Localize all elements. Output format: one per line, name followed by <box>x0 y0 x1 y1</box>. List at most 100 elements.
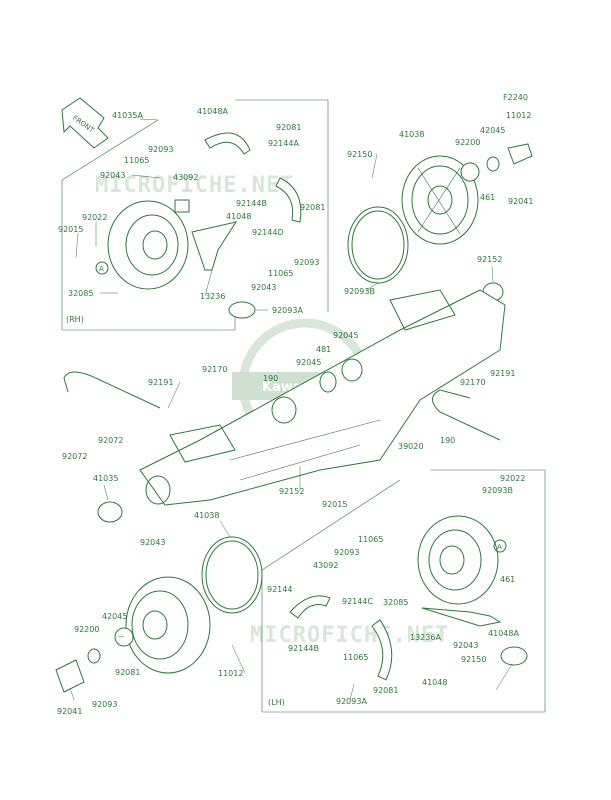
rh-label: (RH) <box>66 315 84 324</box>
part-label: 92041 <box>508 197 533 206</box>
part-label: 41048 <box>226 212 251 221</box>
part-label: 92191 <box>490 369 515 378</box>
part-label: 461 <box>480 193 495 202</box>
part-label: 92093 <box>92 700 117 709</box>
figure-code: F2240 <box>503 93 528 102</box>
lh-backing-plate <box>417 515 499 605</box>
part-label: 92072 <box>98 436 123 445</box>
part-label: 41048A <box>488 629 519 638</box>
leader-lines <box>69 118 513 701</box>
rh-lever <box>191 221 238 271</box>
part-label: 92144 <box>267 585 292 594</box>
lh-lever <box>421 607 502 627</box>
part-label: 481 <box>316 345 331 354</box>
ref-a-lh-label: A <box>497 543 502 551</box>
part-label: 92043 <box>140 538 165 547</box>
part-label: 92144C <box>342 597 373 606</box>
part-label: 92093 <box>294 258 319 267</box>
rh-washer <box>460 162 480 182</box>
part-label: 43092 <box>173 173 198 182</box>
part-labels: 41035A 41048A 92081 92093 11065 92043 43… <box>57 107 533 716</box>
lh-nut <box>87 648 101 664</box>
part-label: 190 <box>263 374 278 383</box>
part-label: 92045 <box>333 331 358 340</box>
rh-backing-plate <box>107 199 190 290</box>
part-label: 11012 <box>506 111 531 120</box>
lh-shoe-lower <box>371 619 393 681</box>
part-label: 43092 <box>313 561 338 570</box>
part-label: 92043 <box>251 283 276 292</box>
rh-drum-seal-ring <box>347 206 409 284</box>
part-label: 92081 <box>373 686 398 695</box>
part-label: 41038 <box>194 511 219 520</box>
oring-center <box>319 371 337 393</box>
part-label: 41035A <box>112 111 143 120</box>
part-label: 92152 <box>477 255 502 264</box>
lh-label: (LH) <box>268 698 285 707</box>
lh-shoe-upper <box>289 595 331 619</box>
part-label: 92093A <box>272 306 303 315</box>
part-label: 92022 <box>82 213 107 222</box>
rh-nut <box>486 156 500 172</box>
ref-a-rh-label: A <box>99 265 104 273</box>
part-label: 92152 <box>279 487 304 496</box>
ref-a-rh <box>95 261 109 275</box>
part-label: 92170 <box>202 365 227 374</box>
part-label: 42045 <box>480 126 505 135</box>
lh-seal <box>500 646 528 666</box>
rh-shoe-lower <box>275 177 302 223</box>
ref-a-lh <box>493 539 507 553</box>
lh-cap <box>55 659 85 693</box>
part-label: 92093 <box>148 145 173 154</box>
part-label: 92093B <box>344 287 375 296</box>
part-label: 41048 <box>422 678 447 687</box>
part-label: 32085 <box>383 598 408 607</box>
rh-cap <box>507 143 533 165</box>
axle-housing <box>139 289 506 506</box>
part-label: 32085 <box>68 289 93 298</box>
part-label: 92093 <box>334 548 359 557</box>
watermark-text-bottom: MICROFICHE.NET <box>250 623 449 648</box>
lh-frame <box>261 469 546 713</box>
part-label: 92072 <box>62 452 87 461</box>
part-label: 39020 <box>398 442 423 451</box>
part-label: 11012 <box>218 669 243 678</box>
part-label: 92144A <box>268 139 299 148</box>
part-label: 92081 <box>300 203 325 212</box>
part-label: 41035 <box>93 474 118 483</box>
part-label: 92041 <box>57 707 82 716</box>
part-label: 13236 <box>200 292 225 301</box>
part-label: 190 <box>440 436 455 445</box>
part-label: 92043 <box>100 171 125 180</box>
part-label: 92043 <box>453 641 478 650</box>
part-label: 92200 <box>74 625 99 634</box>
part-label: 92093B <box>482 486 513 495</box>
part-label: 92170 <box>460 378 485 387</box>
part-label: 42045 <box>102 612 127 621</box>
part-label: 41038 <box>399 130 424 139</box>
part-label: 92150 <box>347 150 372 159</box>
part-label: 92144D <box>252 228 284 237</box>
part-label: 92015 <box>322 500 347 509</box>
part-label: 461 <box>500 575 515 584</box>
part-label: 11065 <box>358 535 383 544</box>
bushing-left <box>271 396 297 424</box>
rh-frame-right <box>235 99 329 312</box>
front-arrow: FRONT <box>61 97 109 149</box>
lh-brake-drum <box>125 576 211 674</box>
bushing-center <box>341 358 363 382</box>
part-label: 92191 <box>148 378 173 387</box>
lh-drum-seal-ring <box>201 536 263 614</box>
part-label: 92045 <box>296 358 321 367</box>
watermark-text-top: MICROFICHE.NET <box>95 173 294 198</box>
part-label: 92015 <box>58 225 83 234</box>
part-label: 92022 <box>500 474 525 483</box>
breather-tube-lh <box>432 389 501 441</box>
part-label: 11065 <box>124 156 149 165</box>
breather-tube-rh <box>63 371 161 409</box>
part-label: 92144B <box>236 199 267 208</box>
rh-seal <box>228 301 256 319</box>
rh-brake-drum <box>401 155 479 245</box>
part-label: 92150 <box>461 655 486 664</box>
